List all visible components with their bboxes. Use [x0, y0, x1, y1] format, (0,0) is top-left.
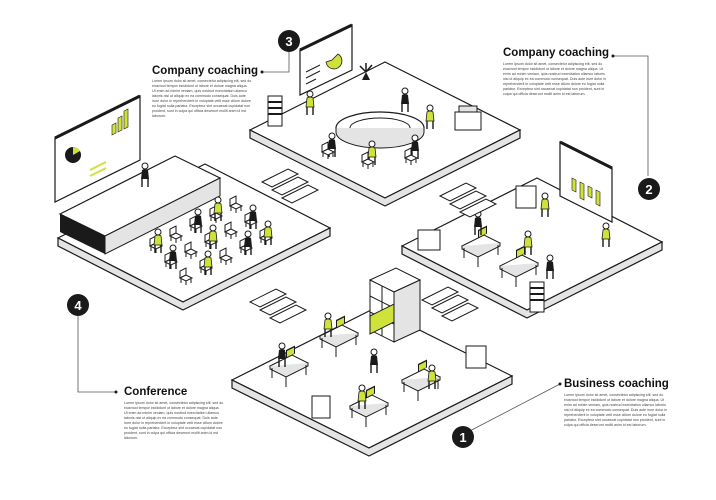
- section-text-3: Lorem ipsum dolor sit amet, consectetur …: [152, 79, 252, 118]
- step-badge-2: 2: [638, 178, 660, 200]
- section-text-2: Lorem ipsum dolor sit amet, consectetur …: [503, 62, 607, 96]
- step-badge-4: 4: [67, 294, 89, 316]
- callout-lines: [77, 52, 649, 435]
- floor-1-business-office: [230, 267, 514, 457]
- section-title-conference: Conference: [124, 386, 188, 398]
- floor-3-meeting-room: [248, 23, 522, 207]
- stairs: [248, 168, 498, 324]
- section-title-company-coaching-3: Company coaching: [152, 65, 259, 77]
- floor-2-coaching-office: [400, 140, 664, 319]
- section-text-4: Lorem ipsum dolor sit amet, consectetur …: [124, 401, 224, 440]
- section-text-1: Lorem ipsum dolor sit amet, consectetur …: [564, 393, 668, 427]
- step-badge-1: 1: [452, 426, 474, 448]
- step-badge-3: 3: [278, 30, 300, 52]
- floor-4-conference-hall: [54, 94, 332, 311]
- section-title-business-coaching: Business coaching: [564, 378, 669, 390]
- section-title-company-coaching-2: Company coaching: [503, 47, 610, 59]
